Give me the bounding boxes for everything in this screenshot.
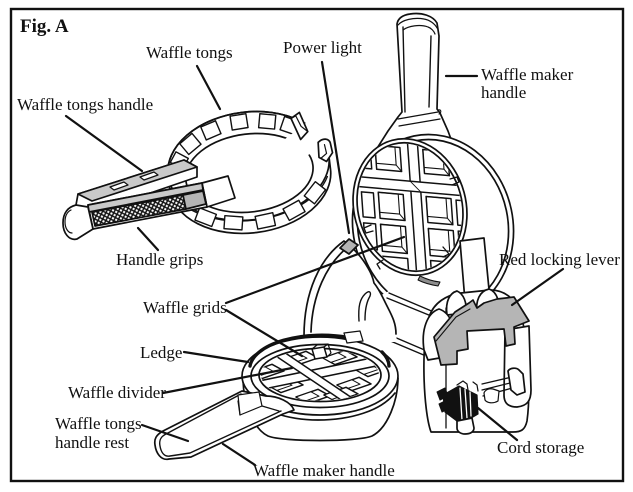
- svg-text:Waffle tongs handle: Waffle tongs handle: [17, 95, 153, 114]
- svg-text:Power light: Power light: [283, 38, 362, 57]
- svg-text:Waffle tongs: Waffle tongs: [55, 414, 142, 433]
- svg-text:Red locking lever: Red locking lever: [499, 250, 620, 269]
- svg-text:Fig. A: Fig. A: [20, 16, 69, 37]
- svg-text:Waffle maker: Waffle maker: [481, 65, 574, 84]
- svg-text:Waffle tongs: Waffle tongs: [146, 43, 233, 62]
- svg-text:Ledge: Ledge: [140, 343, 182, 362]
- svg-text:Waffle grids: Waffle grids: [143, 298, 227, 317]
- svg-text:Handle grips: Handle grips: [116, 250, 203, 269]
- svg-text:handle rest: handle rest: [55, 433, 129, 452]
- svg-text:handle: handle: [481, 83, 526, 102]
- svg-text:Cord storage: Cord storage: [497, 438, 584, 457]
- svg-text:Waffle divider: Waffle divider: [68, 383, 166, 402]
- svg-text:Waffle maker handle: Waffle maker handle: [253, 461, 395, 480]
